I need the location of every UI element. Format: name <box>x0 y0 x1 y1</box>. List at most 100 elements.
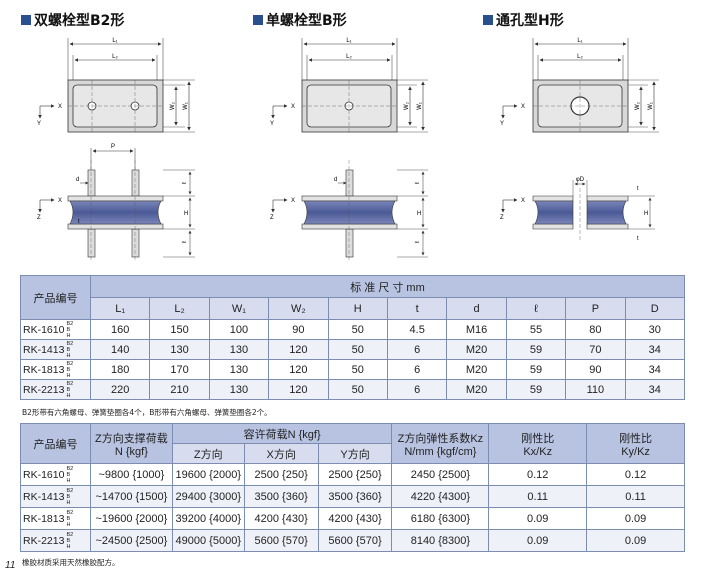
col-l1: L₁ <box>89 297 151 320</box>
col-w2: W₂ <box>268 297 329 320</box>
col-h: H <box>327 297 388 320</box>
l2-label: L₂ <box>577 54 583 60</box>
table-cell: M20 <box>446 379 507 400</box>
product-header: 产品编号 <box>20 423 91 464</box>
table-cell: 2450 {2500} <box>391 463 490 486</box>
l-label-bottom: ℓ <box>181 241 188 243</box>
dimensions-table: 产品编号 标 准 尺 寸 mm L₁ L₂ W₁ W₂ H t d ℓ P D … <box>20 275 686 400</box>
table-cell: 49000 {5000} <box>171 529 245 552</box>
phid-label: φD <box>576 177 585 183</box>
w2-label: W₂ <box>170 101 176 110</box>
table-cell: 29400 {3000} <box>171 485 245 508</box>
table-cell: 80 <box>565 319 626 340</box>
b-top-view: L₁ L₂ W₂ W₁ X Y <box>270 38 428 133</box>
table-cell: 0.09 <box>586 507 685 530</box>
table-cell: 0.11 <box>586 485 685 508</box>
col-y-direction: Y方向 <box>317 443 393 464</box>
t-label: t <box>637 186 639 192</box>
table-cell: 5600 {570} <box>317 529 393 552</box>
table-cell: M20 <box>446 339 507 360</box>
w2-label: W₂ <box>404 101 410 110</box>
table-cell: ~19600 {2000} <box>89 507 173 530</box>
h-top-view: L₁ L₂ W₂ W₁ X Y <box>500 38 659 133</box>
x-axis-label: X <box>521 104 525 110</box>
b-side-view: d ℓ H ℓ X Z <box>270 160 428 262</box>
table-cell: 160 <box>89 319 151 340</box>
l-label-bottom: ℓ <box>414 241 421 243</box>
table-cell: 0.12 <box>586 463 685 486</box>
table-cell: 2500 {250} <box>317 463 393 486</box>
b2-section-title: 双螺栓型B2形 <box>21 10 124 30</box>
table-cell: 30 <box>624 319 686 340</box>
col-x-direction: X方向 <box>243 443 319 464</box>
col-w1: W₁ <box>208 297 270 320</box>
table-cell: 34 <box>624 379 686 400</box>
x-axis-label: X <box>521 198 525 204</box>
table-cell: 50 <box>327 379 388 400</box>
col-diameter: D <box>624 297 686 320</box>
table-cell: M20 <box>446 359 507 380</box>
table-cell: 8140 {8300} <box>391 529 490 552</box>
table-cell: 4220 {4300} <box>391 485 490 508</box>
table-cell: 210 <box>149 379 210 400</box>
table-cell: 0.09 <box>488 529 588 552</box>
table-cell: 170 <box>149 359 210 380</box>
table-cell: ~9800 {1000} <box>89 463 173 486</box>
table-cell: 90 <box>565 359 626 380</box>
table-cell: M16 <box>446 319 507 340</box>
l-label: ℓ <box>181 182 188 184</box>
table-cell: 2500 {250} <box>243 463 319 486</box>
title-square-icon <box>253 15 263 25</box>
table-cell: 50 <box>327 359 388 380</box>
table-cell: 130 <box>208 379 270 400</box>
allowable-load-header: 容许荷载N {kgf} <box>171 423 393 444</box>
table-cell: 130 <box>208 359 270 380</box>
title-square-icon <box>21 15 31 25</box>
table-cell: ~24500 {2500} <box>89 529 173 552</box>
table-cell: 34 <box>624 339 686 360</box>
y-axis-label: Y <box>270 121 274 127</box>
h-label: H <box>644 211 648 217</box>
table-cell: 59 <box>505 379 567 400</box>
x-axis-label: X <box>291 104 295 110</box>
table-cell: 70 <box>565 339 626 360</box>
b2-side-view: P d t ℓ H ℓ X Z <box>37 144 195 262</box>
table-cell: 3500 {360} <box>243 485 319 508</box>
z-axis-label: Z <box>37 215 41 221</box>
w1-label: W₁ <box>417 102 423 110</box>
table-cell: 5600 {570} <box>243 529 319 552</box>
table-cell: 50 <box>327 339 388 360</box>
table-cell: 120 <box>268 379 329 400</box>
l1-label: L₁ <box>112 38 117 44</box>
table-cell: 3500 {360} <box>317 485 393 508</box>
x-axis-label: X <box>58 198 62 204</box>
table-cell: 130 <box>149 339 210 360</box>
w2-label: W₂ <box>635 101 641 110</box>
table-cell: 39200 {4000} <box>171 507 245 530</box>
table-cell: 50 <box>327 319 388 340</box>
l-label: ℓ <box>414 182 421 184</box>
col-z-direction: Z方向 <box>171 443 245 464</box>
table-cell: 130 <box>208 339 270 360</box>
page-number: 11 <box>5 560 16 571</box>
h-label: H <box>417 211 421 217</box>
table-cell: 55 <box>505 319 567 340</box>
d-label: d <box>76 177 79 183</box>
table-cell: 34 <box>624 359 686 380</box>
table-cell: 120 <box>268 359 329 380</box>
h-side-view: φD H t t X Z <box>500 177 655 242</box>
table-cell: 110 <box>565 379 626 400</box>
